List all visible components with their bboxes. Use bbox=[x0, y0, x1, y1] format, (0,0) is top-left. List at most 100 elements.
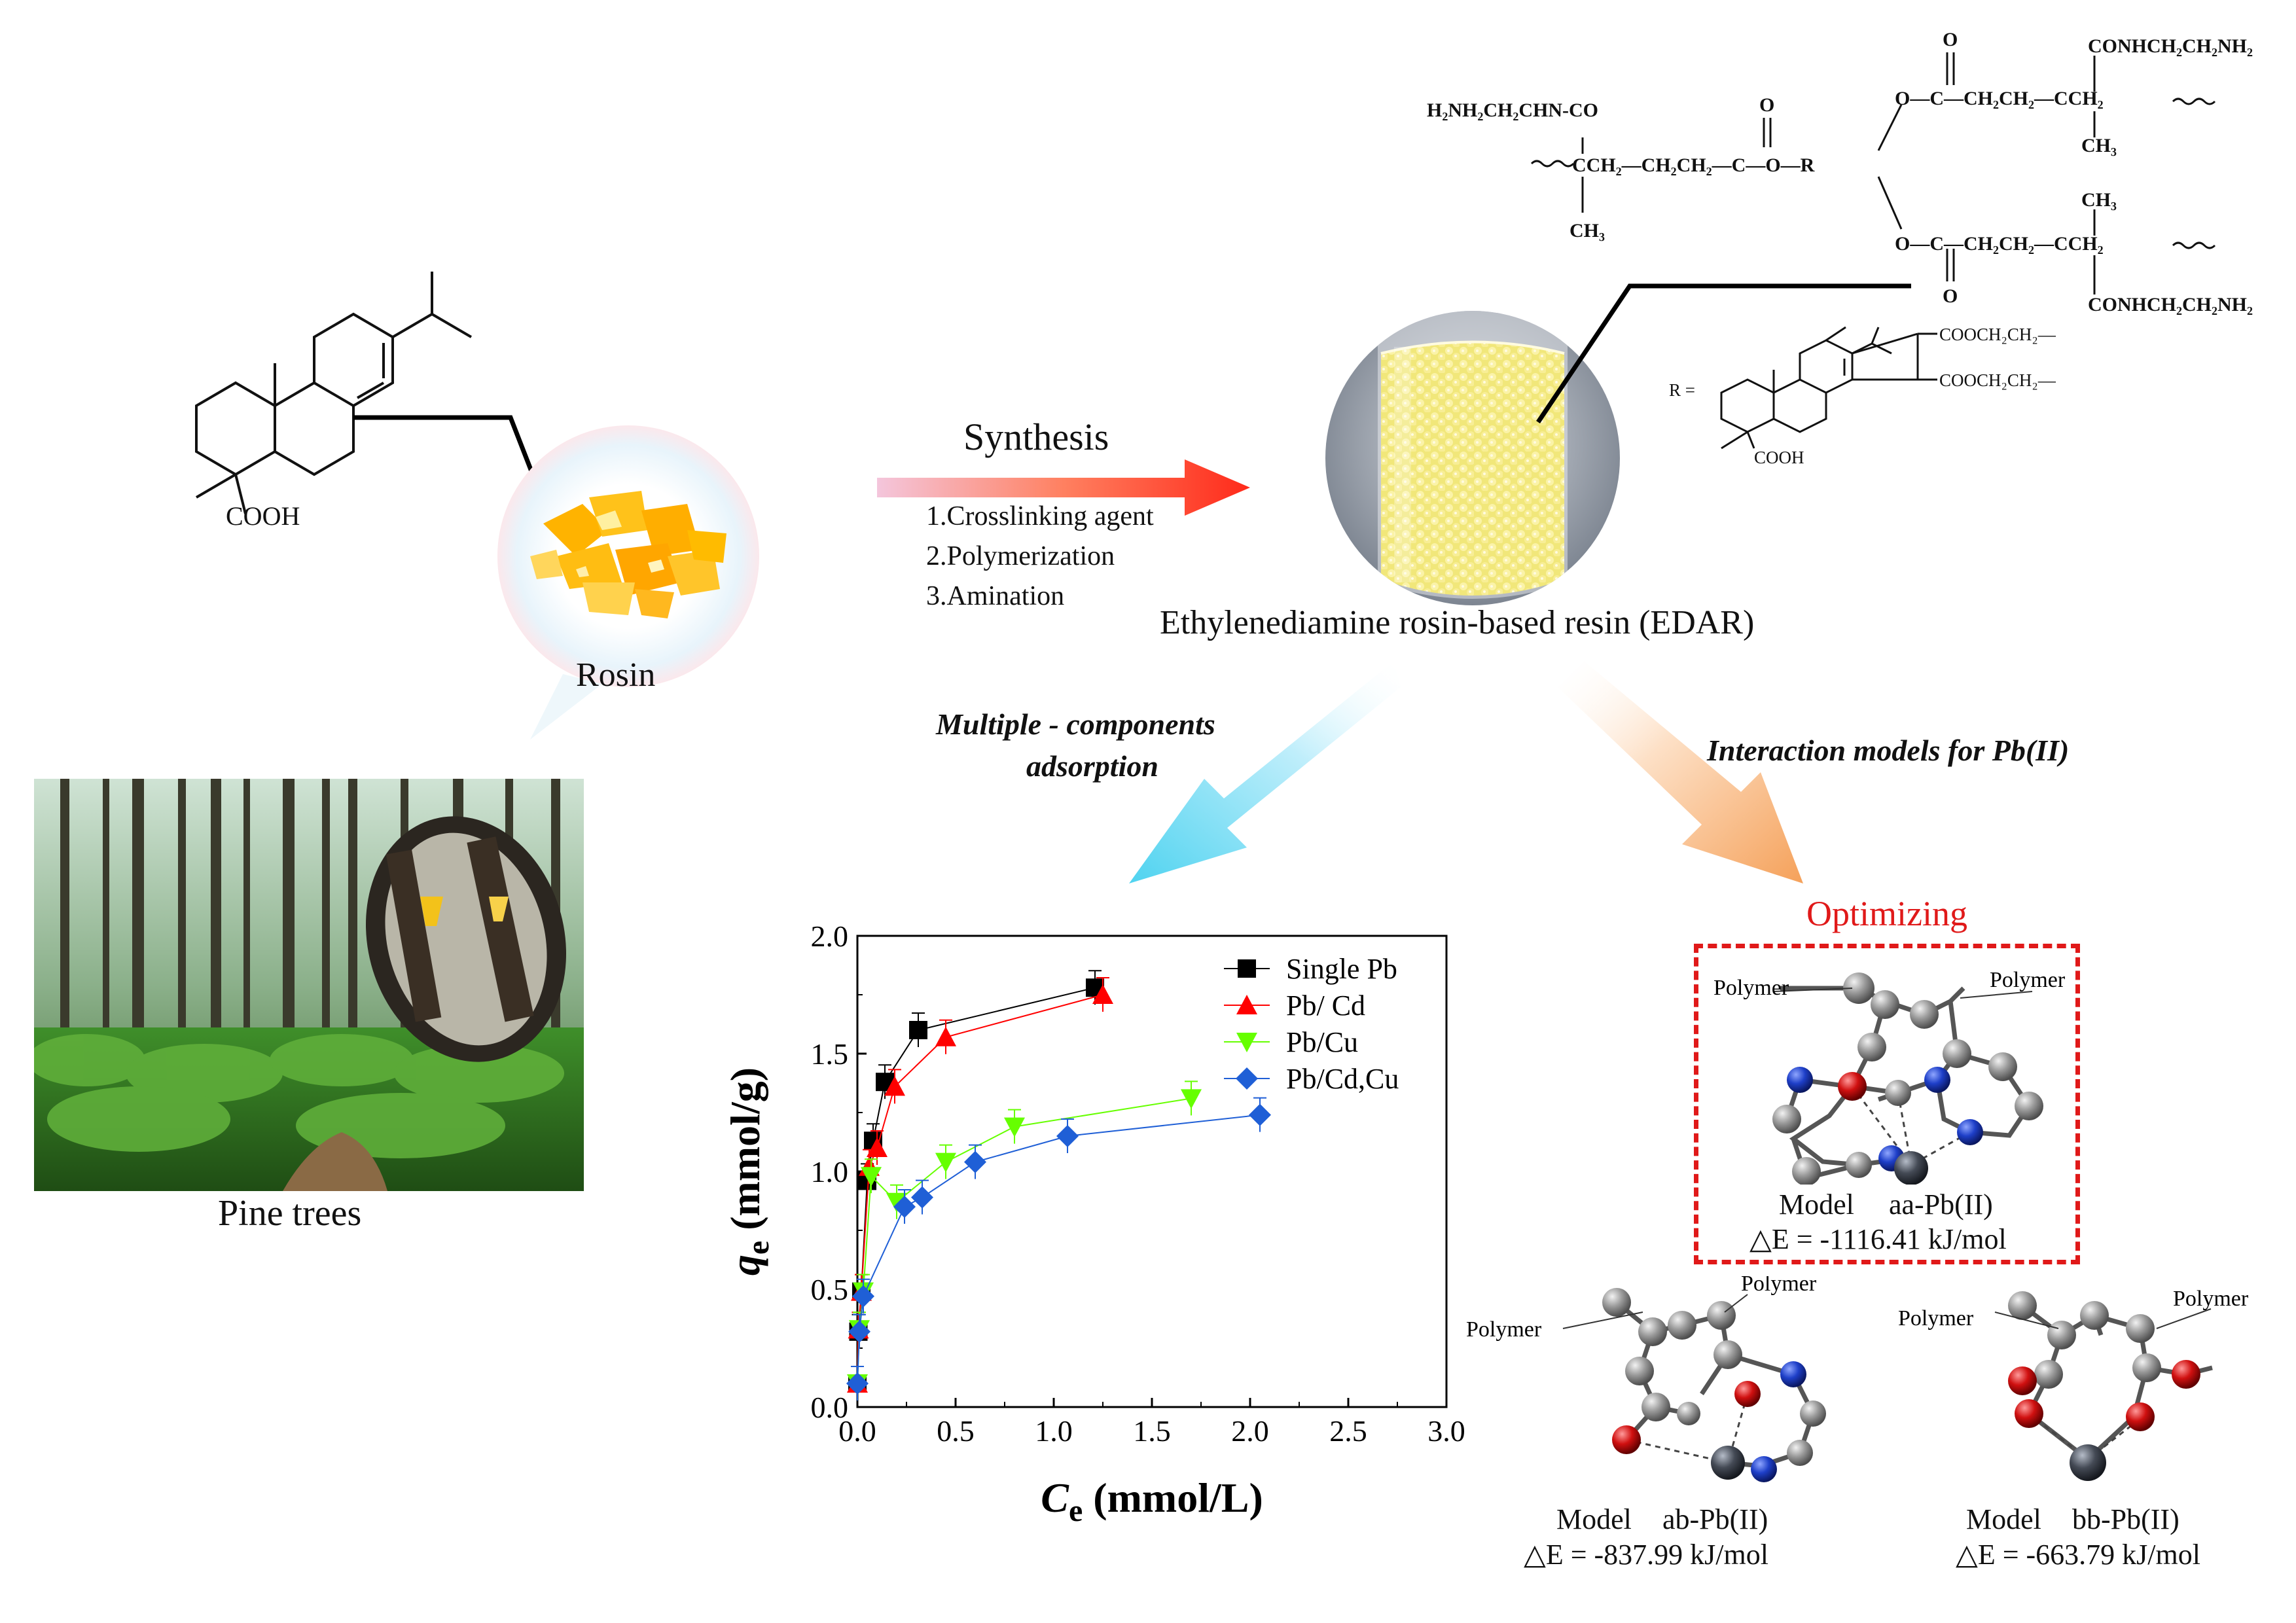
bb-model-label: Model bbox=[1966, 1503, 2041, 1535]
legend-label: Pb/ Cd bbox=[1286, 990, 1365, 1022]
data-point bbox=[884, 1076, 905, 1096]
legend-label: Pb/Cd,Cu bbox=[1286, 1063, 1399, 1095]
y-axis-label: qe (mmol/g) bbox=[722, 1067, 776, 1275]
aa-model-energy: △E = -1116.41 kJ/mol bbox=[1749, 1223, 2007, 1255]
x-tick-label: 2.5 bbox=[1329, 1414, 1367, 1448]
r-group-ester-top: COOCH₂CH₂— bbox=[1939, 325, 2056, 344]
edar-pointer-line bbox=[1536, 283, 1911, 423]
model-aa-structure: Polymer Polymer bbox=[1713, 968, 2066, 1185]
optimizing-label: Optimizing bbox=[1806, 894, 1967, 933]
edar-label: Ethylenediamine rosin-based resin (EDAR) bbox=[1160, 604, 1755, 641]
data-point bbox=[1004, 1117, 1025, 1137]
adsorption-branch-label-line1: Multiple - components bbox=[936, 707, 1215, 741]
aa-polymer-right: Polymer bbox=[1990, 968, 2066, 992]
ab-polymer-right: Polymer bbox=[1741, 1276, 1817, 1296]
synthesis-step-3: 3.Amination bbox=[926, 581, 1065, 611]
rosin-image bbox=[530, 491, 726, 618]
pine-trees-label: Pine trees bbox=[218, 1193, 362, 1234]
aa-model-label: Model bbox=[1779, 1188, 1854, 1221]
polymer-o-right-bot: O bbox=[1943, 285, 1958, 307]
rosin-label: Rosin bbox=[576, 656, 656, 694]
series-line-1 bbox=[857, 994, 1103, 1384]
synthesis-arrow bbox=[877, 459, 1250, 516]
series-line-2 bbox=[857, 1097, 1192, 1384]
data-point bbox=[964, 1150, 986, 1173]
synthesis-step-1: 1.Crosslinking agent bbox=[926, 501, 1154, 531]
aa-polymer-left: Polymer bbox=[1713, 976, 1789, 1000]
model-ab-structure: Polymer Polymer bbox=[1466, 1276, 1826, 1482]
x-axis-label: Ce (mmol/L) bbox=[1041, 1474, 1263, 1528]
data-point bbox=[846, 1372, 869, 1395]
legend-marker bbox=[1236, 995, 1257, 1014]
data-point bbox=[935, 1026, 956, 1046]
y-tick-label: 0.5 bbox=[811, 1273, 849, 1306]
data-point bbox=[1181, 1089, 1202, 1109]
model-bb-structure: Polymer Polymer bbox=[1898, 1287, 2249, 1481]
polymer-left-amine: H₂NH₂CH₂CHN-CO bbox=[1427, 99, 1598, 121]
legend-label: Single Pb bbox=[1286, 953, 1397, 985]
edar-resin-image bbox=[1325, 311, 1620, 605]
polymer-right-bot-chain: O—C—CH₂CH₂—CCH₂ bbox=[1895, 233, 2104, 255]
x-tick-label: 1.5 bbox=[1133, 1414, 1171, 1448]
y-tick-label: 1.0 bbox=[811, 1155, 849, 1188]
x-tick-label: 2.0 bbox=[1231, 1414, 1269, 1448]
edar-polymer-structure: H₂NH₂CH₂CHN-CO CCH₂—CH₂CH₂—C—O—R CH₃ O C… bbox=[1427, 29, 2253, 315]
polymer-left-chain: CCH₂—CH₂CH₂—C—O—R bbox=[1572, 154, 1815, 176]
data-point bbox=[867, 1137, 888, 1157]
data-point bbox=[1092, 984, 1113, 1004]
data-point bbox=[1249, 1103, 1271, 1126]
adsorption-branch-arrow bbox=[1129, 661, 1401, 883]
r-group-equals: R = bbox=[1669, 380, 1695, 400]
data-point bbox=[893, 1196, 916, 1218]
data-point bbox=[886, 1192, 907, 1213]
adsorption-branch-label-line2: adsorption bbox=[1026, 749, 1158, 783]
synthesis-title: Synthesis bbox=[963, 416, 1109, 458]
polymer-right-top-chain: O—C—CH₂CH₂—CCH₂ bbox=[1895, 88, 2104, 109]
legend-label: Pb/Cu bbox=[1286, 1026, 1358, 1058]
data-point bbox=[852, 1285, 874, 1308]
data-point bbox=[1056, 1125, 1079, 1147]
x-tick-label: 1.0 bbox=[1035, 1414, 1073, 1448]
polymer-right-bot-ch3: CH₃ bbox=[2081, 189, 2117, 211]
legend-marker bbox=[1236, 1067, 1258, 1090]
y-tick-label: 2.0 bbox=[811, 919, 849, 953]
interaction-branch-label: Interaction models for Pb(II) bbox=[1707, 734, 2070, 767]
optimal-model-frame bbox=[1694, 944, 2080, 1264]
polymer-right-top-amine: CONHCH₂CH₂NH₂ bbox=[2088, 35, 2253, 57]
bb-polymer-left: Polymer bbox=[1898, 1306, 1974, 1330]
y-tick-label: 0.0 bbox=[811, 1391, 849, 1424]
polymer-o-right-top: O bbox=[1943, 29, 1958, 50]
aa-model-name: aa-Pb(II) bbox=[1889, 1188, 1993, 1221]
ab-model-name: ab-Pb(II) bbox=[1662, 1503, 1768, 1535]
interaction-branch-arrow bbox=[1558, 661, 1803, 883]
x-tick-label: 3.0 bbox=[1427, 1414, 1465, 1448]
data-point bbox=[909, 1021, 927, 1039]
polymer-o-left: O bbox=[1759, 94, 1774, 116]
bb-model-name: bb-Pb(II) bbox=[2072, 1503, 2179, 1535]
data-point bbox=[848, 1320, 870, 1343]
data-point bbox=[935, 1152, 956, 1173]
x-tick-label: 0.5 bbox=[937, 1414, 975, 1448]
data-point bbox=[861, 1167, 882, 1187]
polymer-left-ch3: CH₃ bbox=[1570, 220, 1605, 241]
pine-trees-photo bbox=[34, 779, 584, 1191]
polymer-right-bot-amine: CONHCH₂CH₂NH₂ bbox=[2088, 294, 2253, 315]
synthesis-step-2: 2.Polymerization bbox=[926, 541, 1115, 571]
ab-polymer-left: Polymer bbox=[1466, 1317, 1542, 1342]
r-group-cooh: COOH bbox=[1754, 448, 1804, 465]
bb-polymer-right: Polymer bbox=[2173, 1287, 2249, 1311]
data-point bbox=[911, 1186, 933, 1209]
abietic-acid-structure bbox=[195, 272, 473, 514]
r-group-ester-bottom: COOCH₂CH₂— bbox=[1939, 370, 2056, 390]
y-tick-label: 1.5 bbox=[811, 1037, 849, 1071]
bb-model-energy: △E = -663.79 kJ/mol bbox=[1956, 1539, 2200, 1571]
ab-model-label: Model bbox=[1556, 1503, 1632, 1535]
adsorption-isotherm-chart: 0.0 0.5 1.0 1.5 2.0 2.5 3.0 0.0 0.5 1.0 1.5 2.0 Ce (… bbox=[722, 919, 1465, 1528]
ab-model-energy: △E = -837.99 kJ/mol bbox=[1524, 1539, 1768, 1571]
series-line-3 bbox=[857, 1114, 1261, 1384]
legend-marker bbox=[1238, 959, 1256, 978]
rosin-cooh-label: COOH bbox=[226, 501, 300, 531]
r-group-structure: R = COOCH₂CH₂— COOCH₂CH₂— COOH bbox=[1669, 325, 2056, 465]
legend-marker bbox=[1236, 1033, 1257, 1052]
x-tick-label: 0.0 bbox=[838, 1414, 876, 1448]
